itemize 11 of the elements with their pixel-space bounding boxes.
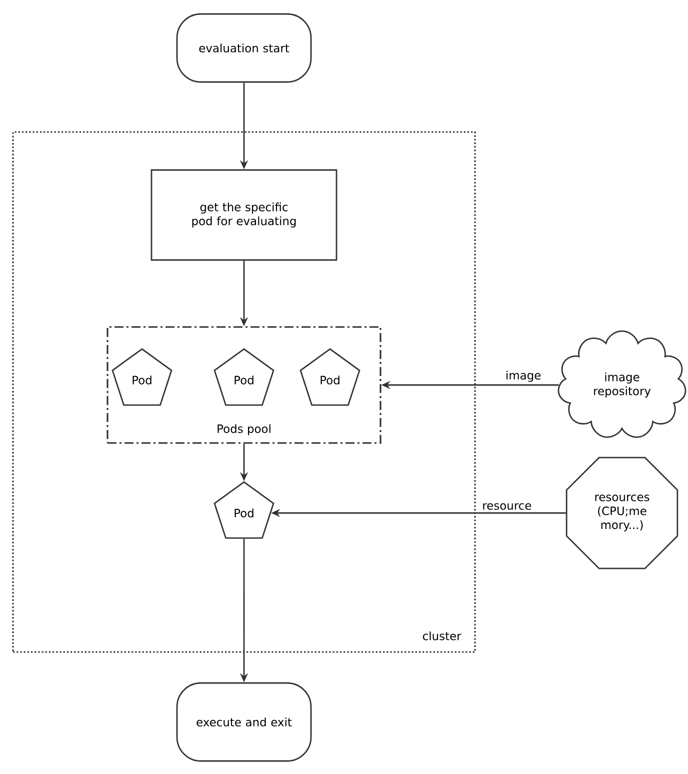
pod-pentagon: Pod [214, 348, 274, 406]
terminal-box: execute and exit [176, 682, 312, 762]
pod-pentagon: Pod [300, 348, 360, 406]
edge-label: image [504, 369, 543, 384]
repository-cloud: image repository [558, 330, 686, 438]
resource-octagon: resources (CPU;me mory...) [566, 456, 678, 570]
pod-pentagon: Pod [112, 348, 172, 406]
pod-pentagon: Pod [214, 481, 274, 539]
terminal-box: evaluation start [176, 13, 312, 83]
process-box: get the specific pod for evaluating [150, 169, 338, 261]
edge-label: resource [480, 502, 534, 512]
